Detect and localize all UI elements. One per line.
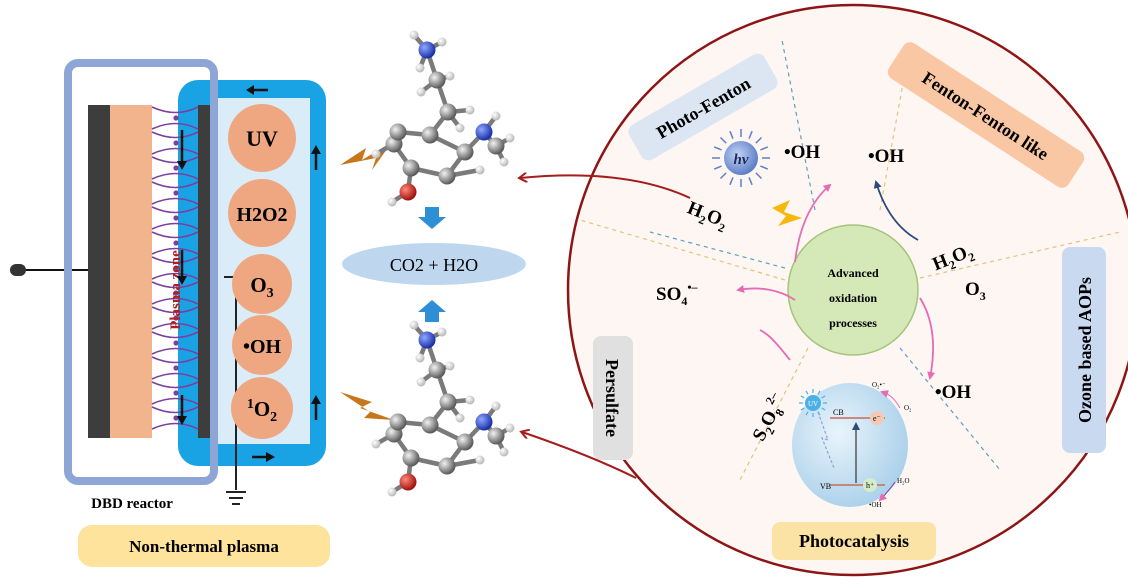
photo-fenton-oh: •OH (784, 142, 820, 163)
vb-label: VB (820, 482, 831, 491)
o2-radical-label: O₂•⁻ (872, 381, 886, 389)
sector-persulfate: Persulfate (593, 336, 633, 460)
sun-icon: hv (712, 129, 770, 187)
uv-ray (817, 411, 835, 469)
species-singlet-o2: 1O2 (247, 397, 277, 425)
aop-wheel: Advanced oxidation processes Photo-Fento… (520, 3, 1128, 577)
pollutant-molecule-top (371, 30, 515, 207)
o2-label: O₂ (904, 404, 912, 412)
electrode-right (198, 105, 210, 438)
dbd-reactor: Plasma zone UV H2O2 O3 (10, 59, 330, 567)
fenton-h2o2: H2O2 (930, 240, 978, 278)
ground-icon (226, 491, 246, 505)
flow-arrows (177, 85, 321, 462)
species-oh-circle (232, 315, 292, 375)
hub-line-1: Advanced (827, 266, 879, 280)
electrode-left (88, 105, 110, 438)
persulfate-so4: SO4•– (656, 280, 699, 308)
products-label: CO2 + H2O (390, 255, 478, 275)
arrow-to-molecule-top (520, 175, 691, 199)
species-o3-circle (232, 254, 292, 314)
center-section: CO2 + H2O (340, 30, 526, 497)
reactor-outline (64, 59, 218, 485)
species-singlet-o2-circle (231, 377, 293, 439)
products-ellipse (342, 243, 526, 285)
sector-persulfate-label: Persulfate (602, 359, 622, 437)
plasma-discharge (151, 106, 199, 430)
photocatalyst-particle: UV CB VB e⁻ h⁺ O₂•⁻ O₂ H₂O •OH (792, 381, 912, 509)
ozone-o3: O3 (965, 279, 986, 303)
dielectric-layer (110, 105, 152, 438)
hv-terminal (10, 264, 26, 276)
species-h2o2: H2O2 (236, 204, 287, 226)
down-arrow-icon (418, 207, 446, 229)
fenton-oh: •OH (868, 146, 904, 167)
pc-uv-label: UV (808, 400, 818, 408)
photo-fenton-h2o2: H2O2 (683, 198, 731, 236)
sector-photocatalysis: Photocatalysis (772, 522, 936, 560)
arrow-photo-fenton (794, 183, 832, 263)
aop-hub (787, 224, 919, 356)
ozone-oh: •OH (935, 382, 971, 403)
arrow-persulfate-source (759, 329, 791, 361)
arrow-ozone (919, 297, 936, 380)
arrow-persulfate (736, 284, 796, 301)
arrow-to-molecule-bottom (522, 432, 637, 479)
pc-oh-label: •OH (869, 501, 882, 509)
species-oh: •OH (243, 336, 282, 358)
hole-dot (863, 478, 877, 492)
electron-label: e⁻ (873, 414, 881, 423)
hv-label: hv (734, 152, 749, 168)
h2o-label: H₂O (897, 477, 910, 485)
hub-line-2: oxidation (829, 291, 877, 305)
uv-sun-icon (805, 395, 821, 411)
species-uv-circle (228, 104, 296, 172)
hub-line-3: processes (829, 316, 877, 330)
species-h2o2-circle (228, 179, 296, 247)
plasma-species: UV H2O2 O3 •OH 1O2 (228, 104, 296, 439)
non-thermal-plasma-caption: Non-thermal plasma (129, 537, 279, 556)
arrow-fenton (873, 180, 919, 241)
sector-ozone-label: Ozone based AOPs (1075, 277, 1095, 423)
arrow-h2o-oxidation (878, 481, 896, 502)
arrow-o2-reduction (880, 390, 901, 409)
pollutant-molecule-bottom (371, 320, 515, 497)
lightning-bolt-icon (340, 392, 394, 420)
sector-photocatalysis-label: Photocatalysis (799, 531, 909, 551)
non-thermal-plasma-banner (78, 525, 330, 567)
species-o3: O3 (250, 273, 273, 301)
up-arrow-icon (418, 300, 446, 322)
plasma-zone-label: Plasma zone (168, 250, 184, 330)
dbd-reactor-label: DBD reactor (91, 496, 173, 512)
electron-dot (870, 411, 884, 425)
hole-label: h⁺ (866, 481, 874, 490)
lightning-bolt-icon (772, 200, 802, 226)
species-uv: UV (246, 126, 278, 151)
cb-label: CB (833, 408, 844, 417)
sector-ozone: Ozone based AOPs (1062, 247, 1106, 453)
lightning-bolt-icon (340, 142, 392, 170)
